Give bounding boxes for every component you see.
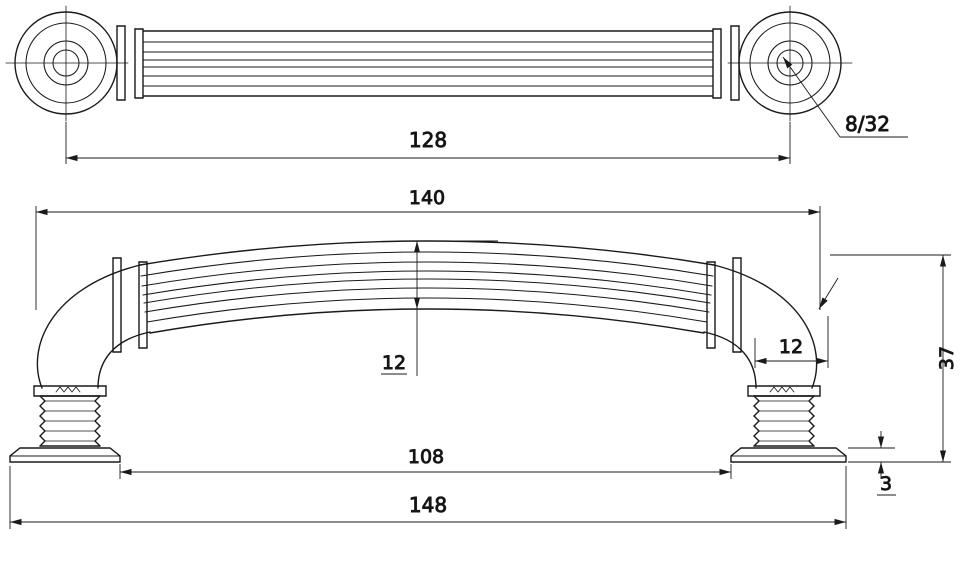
bar-bottom-edge (149, 308, 705, 334)
dimension-140: 140 (35, 187, 821, 310)
dim-12-bar-label: 12 (382, 352, 406, 374)
endcap-ring (25, 22, 107, 104)
thread-profile-left (753, 395, 760, 447)
thread-profile-right (808, 395, 815, 447)
base-plate (9, 447, 121, 463)
thread-spec-label: 8/32 (845, 112, 890, 136)
dim-148-label: 148 (409, 493, 447, 517)
leader-line (782, 56, 841, 138)
dimension-3: 3 (848, 431, 896, 496)
flute-line (143, 278, 711, 304)
flute-line (142, 270, 712, 296)
base-plate (730, 447, 847, 463)
thread-callout: 8/32 (782, 56, 908, 138)
knurl-detail (769, 386, 795, 393)
right-endcap (727, 5, 853, 122)
flute-line (146, 297, 708, 323)
thread-profile-right (94, 395, 101, 447)
screw-hole (52, 49, 80, 77)
dim-3-label: 3 (880, 473, 892, 495)
left-endcap (5, 5, 129, 122)
dimension-12-bar-thickness: 12 (381, 240, 498, 376)
dim-108-label: 108 (408, 446, 444, 468)
grip-bar (139, 240, 715, 334)
flute-line (144, 287, 710, 313)
dimension-12-end-offset: 12 (754, 277, 839, 368)
flute-line (140, 251, 714, 277)
dimension-148: 148 (9, 466, 847, 529)
dimension-108: 108 (119, 446, 732, 479)
dim-12-offset-label: 12 (779, 336, 803, 358)
left-foot (9, 385, 121, 463)
handle-bar-top (142, 30, 714, 97)
flute-line (141, 261, 713, 287)
left-elbow (36, 264, 151, 389)
right-foot (730, 385, 847, 463)
dim-140-label: 140 (409, 187, 445, 209)
dimension-128: 128 (65, 122, 791, 164)
dim-128-label: 128 (409, 128, 447, 152)
left-collar-top (116, 25, 144, 101)
screw-hole (776, 49, 804, 77)
elbow-outer-edge (713, 264, 818, 389)
leader-line (818, 277, 839, 310)
left-collar-front (112, 257, 148, 353)
thread-profile-left (39, 395, 46, 447)
top-view: 128 8/32 (5, 5, 908, 164)
right-collar-top (712, 25, 740, 101)
knurl-detail (55, 386, 81, 393)
endcap-ring (43, 40, 89, 86)
endcap-ring (767, 40, 813, 86)
front-view: 140 12 12 37 3 (9, 187, 958, 529)
dimension-37: 37 (830, 254, 958, 463)
dim-37-label: 37 (936, 346, 958, 370)
endcap-ring (749, 22, 831, 104)
elbow-outer-edge (36, 264, 141, 389)
right-elbow (703, 264, 818, 389)
bar-top-edge (139, 240, 715, 266)
right-collar-front (706, 257, 742, 353)
elbow-inner-edge (703, 331, 757, 389)
elbow-inner-edge (97, 331, 151, 389)
